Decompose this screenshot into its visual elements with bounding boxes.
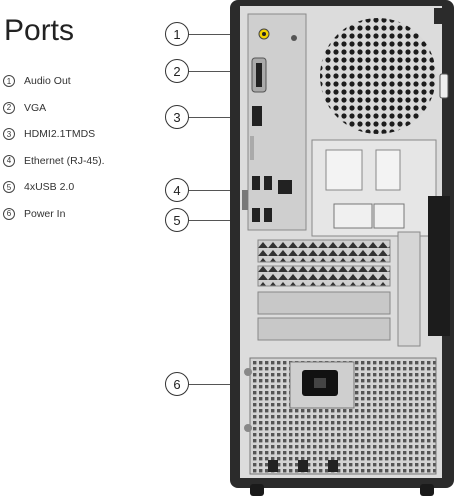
legend-item: 6 Power In (3, 201, 105, 228)
legend-number: 6 (3, 207, 15, 220)
legend-number: 5 (3, 181, 15, 194)
usb-port (252, 208, 260, 222)
port-legend: 1 Audio Out 2 VGA 3 HDMI2.1TMDS 4 Ethernet (… (3, 68, 105, 227)
legend-label: Audio Out (24, 75, 71, 88)
pc-tower-rear-illustration (230, 0, 454, 496)
leader-line (189, 117, 251, 118)
legend-number: 3 (3, 128, 15, 141)
callout-hdmi: 3 (165, 105, 189, 129)
legend-label: HDMI2.1TMDS (24, 128, 96, 141)
leader-line (189, 220, 249, 221)
leader-line (189, 384, 247, 385)
ethernet-port (278, 180, 292, 194)
expansion-slot-cover (257, 291, 391, 315)
legend-number: 1 (3, 75, 15, 88)
usb-port (252, 176, 260, 190)
hdmi-port (252, 106, 262, 126)
foot-right (420, 484, 434, 496)
usb-port (264, 176, 272, 190)
leader-line (189, 71, 251, 72)
callout-audio-out: 1 (165, 22, 189, 46)
expansion-card (257, 265, 391, 287)
legend-label: 4xUSB 2.0 (24, 181, 75, 194)
expansion-card (257, 239, 391, 263)
legend-number: 2 (3, 101, 15, 114)
callout-power-in: 6 (165, 372, 189, 396)
callout-vga: 2 (165, 59, 189, 83)
legend-item: 5 4xUSB 2.0 (3, 174, 105, 201)
legend-label: VGA (24, 101, 47, 114)
page-title: Ports (4, 14, 75, 47)
legend-item: 4 Ethernet (RJ-45). (3, 148, 105, 175)
usb-port (264, 208, 272, 222)
foot-left (250, 484, 264, 496)
leader-line (189, 34, 257, 35)
legend-label: Ethernet (RJ-45). (24, 154, 105, 167)
callout-usb: 5 (165, 208, 189, 232)
legend-item: 2 VGA (3, 95, 105, 122)
expansion-slot-cover (257, 317, 391, 341)
callout-ethernet: 4 (165, 178, 189, 202)
leader-line (189, 190, 249, 191)
legend-number: 4 (3, 154, 15, 167)
legend-label: Power In (24, 207, 66, 220)
legend-item: 3 HDMI2.1TMDS (3, 121, 105, 148)
legend-item: 1 Audio Out (3, 68, 105, 95)
fan-grill (320, 18, 436, 134)
